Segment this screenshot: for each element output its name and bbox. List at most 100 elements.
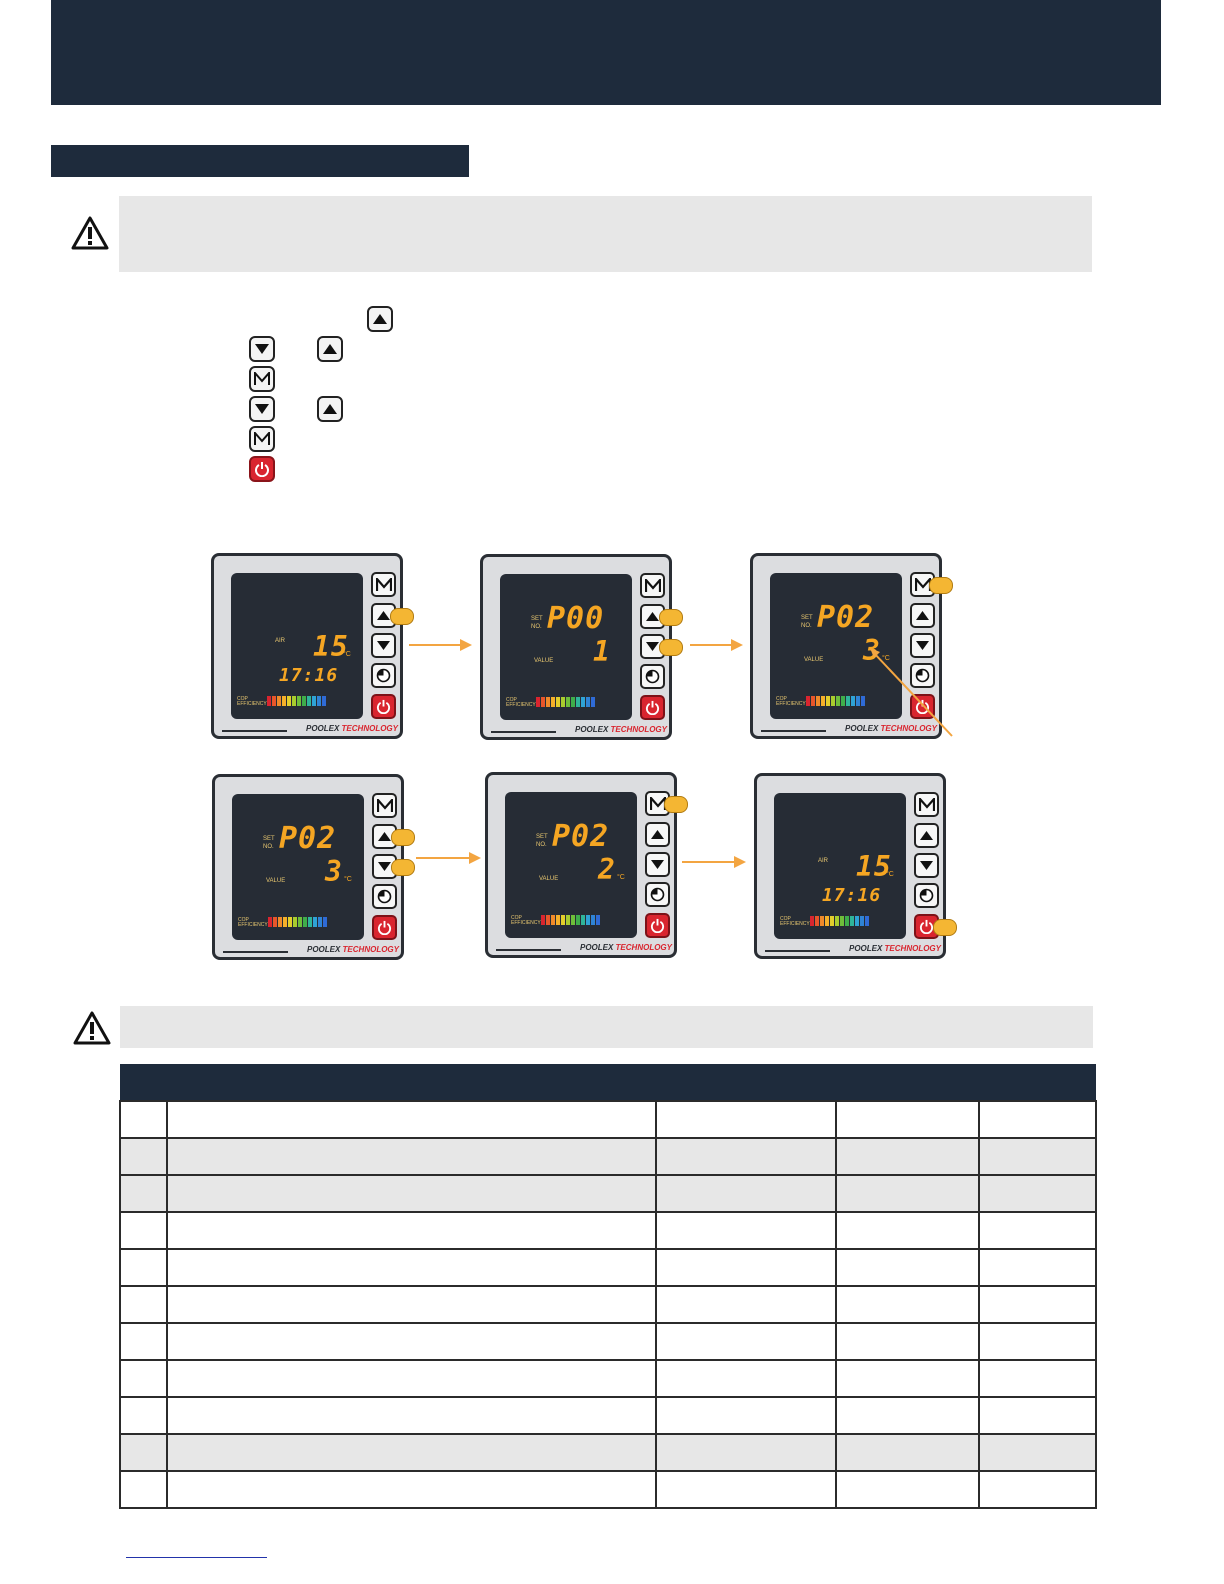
header-band — [51, 0, 1161, 105]
table-header-cell — [979, 1064, 1096, 1101]
efficiency-bar-segment — [850, 916, 854, 926]
value-unit: °C — [344, 876, 352, 883]
efficiency-bar-segment — [292, 696, 296, 706]
table-cell — [655, 1137, 837, 1176]
table-cell — [119, 1396, 168, 1435]
down-button[interactable] — [914, 853, 939, 878]
parameters-table — [119, 1064, 1097, 1509]
efficiency-bar-segment — [816, 696, 820, 706]
cop-label: COP — [776, 696, 787, 702]
table-cell — [119, 1359, 168, 1398]
efficiency-bar-segment — [566, 915, 570, 925]
efficiency-bar-segment — [551, 697, 555, 707]
mode-button[interactable] — [372, 793, 397, 818]
finger-press-icon — [390, 608, 414, 625]
efficiency-bar-segment — [806, 696, 810, 706]
arrow-up-key-icon — [317, 336, 343, 362]
brand-subtitle: TECHNOLOGY — [341, 724, 398, 733]
table-header-cell — [120, 1064, 167, 1101]
table-cell — [166, 1470, 657, 1509]
table-cell — [119, 1470, 168, 1509]
value-label: VALUE — [804, 657, 824, 663]
table-cell — [978, 1433, 1097, 1472]
efficiency-bar-segment — [861, 696, 865, 706]
sequence-arrowhead — [734, 856, 746, 868]
down-button[interactable] — [371, 633, 396, 658]
table-cell — [655, 1285, 837, 1324]
efficiency-bar-segment — [298, 917, 302, 927]
table-cell — [166, 1359, 657, 1398]
brand-name: POOLEX — [306, 945, 343, 954]
up-button[interactable] — [645, 822, 670, 847]
power-key-icon — [249, 456, 275, 482]
efficiency-bar-segment — [820, 916, 824, 926]
down-button[interactable] — [645, 852, 670, 877]
table-header-cell — [167, 1064, 656, 1101]
efficiency-bar-segment — [566, 697, 570, 707]
clock-button[interactable] — [645, 882, 670, 907]
up-button[interactable] — [910, 603, 935, 628]
efficiency-bar-segment — [586, 915, 590, 925]
efficiency-bar-segment — [546, 697, 550, 707]
mode-button[interactable] — [371, 572, 396, 597]
efficiency-bar-segment — [860, 916, 864, 926]
mode-button[interactable] — [914, 792, 939, 817]
brand-logo: POOLEX TECHNOLOGY — [496, 943, 672, 955]
table-cell — [978, 1248, 1097, 1287]
power-button[interactable] — [371, 694, 396, 719]
parameter-number: P00 — [547, 601, 605, 636]
efficiency-bar-segment — [841, 696, 845, 706]
clock-button[interactable] — [371, 663, 396, 688]
power-button[interactable] — [640, 695, 665, 720]
table-row — [119, 1100, 1097, 1139]
warning-note-box — [120, 1006, 1093, 1048]
footer-link-underline — [126, 1557, 267, 1558]
brand-subtitle: TECHNOLOGY — [615, 943, 672, 952]
efficiency-bar-segment — [581, 697, 585, 707]
clock-button[interactable] — [914, 883, 939, 908]
air-temperature: 15 — [313, 630, 349, 663]
table-cell — [655, 1211, 837, 1250]
arrow-down-key-icon — [249, 336, 275, 362]
parameter-value: 3 — [325, 855, 343, 888]
efficiency-label: EFFICIENCY — [780, 921, 810, 927]
parameter-number: P02 — [552, 819, 610, 854]
efficiency-bar-segment — [831, 696, 835, 706]
power-button[interactable] — [372, 915, 397, 940]
table-cell — [166, 1211, 657, 1250]
table-header-cell — [656, 1064, 836, 1101]
efficiency-bar-segment — [561, 697, 565, 707]
power-button[interactable] — [645, 913, 670, 938]
finger-press-icon — [391, 829, 415, 846]
efficiency-bar-segment — [556, 915, 560, 925]
efficiency-bar-segment — [546, 915, 550, 925]
pointer-line — [870, 648, 953, 737]
arrow-down-key-icon — [249, 396, 275, 422]
efficiency-label: EFFICIENCY — [506, 702, 536, 708]
sequence-arrow — [416, 857, 470, 859]
sequence-arrowhead — [731, 639, 743, 651]
up-button[interactable] — [914, 823, 939, 848]
warning-triangle-icon — [71, 216, 109, 250]
cop-label: COP — [780, 916, 791, 922]
table-cell — [978, 1470, 1097, 1509]
table-cell — [166, 1137, 657, 1176]
clock-button[interactable] — [372, 884, 397, 909]
finger-press-icon — [659, 609, 683, 626]
table-cell — [978, 1100, 1097, 1139]
warning-note-box — [119, 196, 1092, 272]
parameter-value: 1 — [593, 635, 611, 668]
table-header-row — [120, 1064, 1096, 1101]
clock-button[interactable] — [640, 664, 665, 689]
cop-label: COP — [237, 696, 248, 702]
down-button[interactable] — [910, 633, 935, 658]
brand-name: POOLEX — [305, 724, 342, 733]
table-row — [119, 1285, 1097, 1324]
table-cell — [166, 1396, 657, 1435]
table-cell — [835, 1396, 980, 1435]
clock-button[interactable] — [910, 663, 935, 688]
mode-button[interactable] — [640, 573, 665, 598]
efficiency-bar-segment — [287, 696, 291, 706]
